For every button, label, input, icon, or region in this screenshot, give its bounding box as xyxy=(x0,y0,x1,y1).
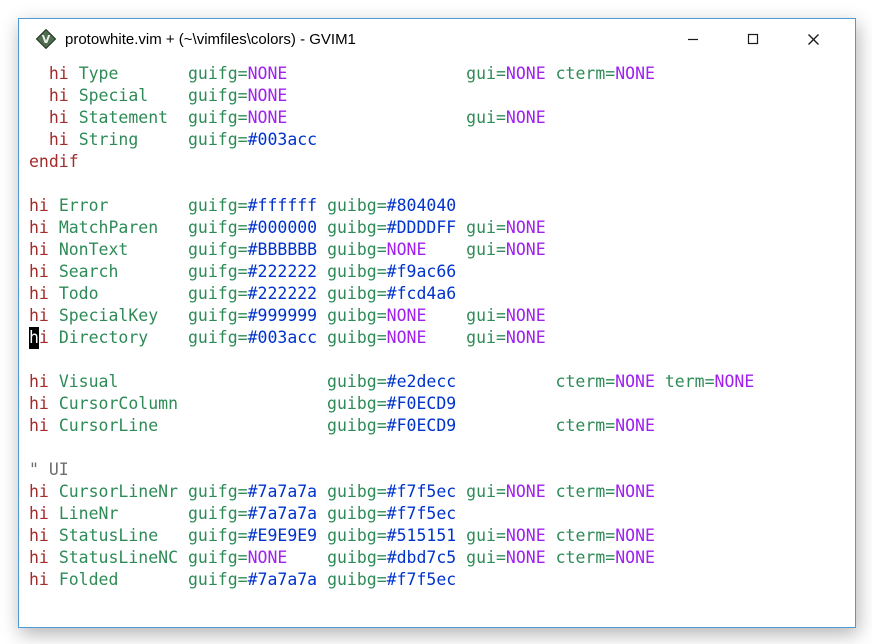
code-line[interactable]: hi Visual guibg=#e2decc cterm=NONE term=… xyxy=(29,372,755,391)
window-controls xyxy=(663,19,843,59)
code-line[interactable]: hi StatusLineNC guifg=NONE guibg=#dbd7c5… xyxy=(29,548,655,567)
code-line[interactable]: hi Type guifg=NONE gui=NONE cterm=NONE xyxy=(48,64,655,83)
code-line[interactable]: endif xyxy=(29,152,79,171)
window-title: protowhite.vim + (~\vimfiles\colors) - G… xyxy=(65,30,356,48)
code-line[interactable]: hi Statement guifg=NONE gui=NONE xyxy=(48,108,546,127)
minimize-icon xyxy=(687,33,699,45)
code-line[interactable] xyxy=(29,173,855,195)
code-line[interactable]: hi SpecialKey guifg=#999999 guibg=NONE g… xyxy=(29,306,546,325)
code-line[interactable] xyxy=(29,349,855,371)
gvim-window: V protowhite.vim + (~\vimfiles\colors) -… xyxy=(18,18,856,628)
code-line[interactable]: hi MatchParen guifg=#000000 guibg=#DDDDF… xyxy=(29,218,546,237)
code-line[interactable]: hi LineNr guifg=#7a7a7a guibg=#f7f5ec xyxy=(29,504,457,523)
maximize-icon xyxy=(747,33,759,45)
titlebar[interactable]: V protowhite.vim + (~\vimfiles\colors) -… xyxy=(19,19,855,59)
text-cursor: h xyxy=(29,327,39,349)
code-line[interactable]: hi String guifg=#003acc xyxy=(48,130,318,149)
code-line[interactable]: hi Directory guifg=#003acc guibg=NONE gu… xyxy=(29,327,546,349)
vim-logo-icon[interactable]: V xyxy=(36,29,56,49)
code-line[interactable]: " UI xyxy=(29,460,69,479)
close-button[interactable] xyxy=(783,19,843,59)
code-line[interactable]: hi NonText guifg=#BBBBBB guibg=NONE gui=… xyxy=(29,240,546,259)
code-line[interactable]: hi Search guifg=#222222 guibg=#f9ac66 xyxy=(29,262,457,281)
svg-text:V: V xyxy=(42,33,51,46)
code-line[interactable] xyxy=(29,437,855,459)
editor-area[interactable]: hi Type guifg=NONE gui=NONE cterm=NONE h… xyxy=(19,59,855,627)
code-line[interactable]: hi CursorColumn guibg=#F0ECD9 xyxy=(29,394,457,413)
code-buffer[interactable]: hi Type guifg=NONE gui=NONE cterm=NONE h… xyxy=(29,63,855,591)
code-line[interactable]: hi CursorLineNr guifg=#7a7a7a guibg=#f7f… xyxy=(29,482,655,501)
code-line[interactable]: hi Special guifg=NONE xyxy=(48,86,288,105)
minimize-button[interactable] xyxy=(663,19,723,59)
code-line[interactable]: hi Error guifg=#ffffff guibg=#804040 xyxy=(29,196,457,215)
close-icon xyxy=(807,33,820,46)
maximize-button[interactable] xyxy=(723,19,783,59)
code-line[interactable]: hi Todo guifg=#222222 guibg=#fcd4a6 xyxy=(29,284,457,303)
code-line[interactable]: hi CursorLine guibg=#F0ECD9 cterm=NONE xyxy=(29,416,655,435)
code-line[interactable]: hi StatusLine guifg=#E9E9E9 guibg=#51515… xyxy=(29,526,655,545)
code-line[interactable]: hi Folded guifg=#7a7a7a guibg=#f7f5ec xyxy=(29,570,457,589)
